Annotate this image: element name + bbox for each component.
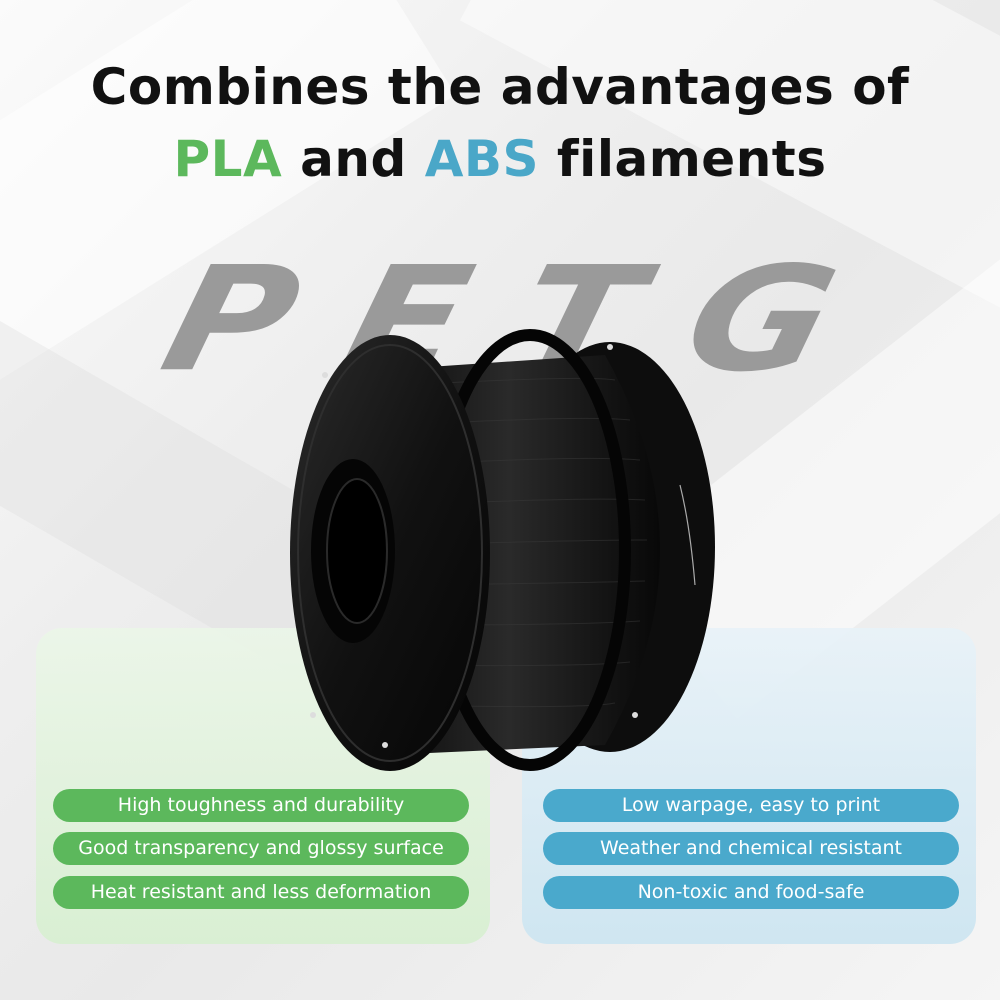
abs-feature-pill: Weather and chemical resistant xyxy=(543,832,959,865)
abs-feature-pill: Non-toxic and food-safe xyxy=(543,876,959,909)
headline-line-1: Combines the advantages of xyxy=(90,58,910,116)
headline-and: and xyxy=(282,130,425,188)
pla-feature-pill: Heat resistant and less deformation xyxy=(53,876,469,909)
filament-spool-icon xyxy=(290,329,715,771)
headline-pla: PLA xyxy=(173,130,283,188)
headline-line-2: PLA and ABS filaments xyxy=(0,130,1000,188)
filament-tail xyxy=(679,484,696,586)
headline-filaments: filaments xyxy=(539,130,827,188)
pla-feature-pill: High toughness and durability xyxy=(53,789,469,822)
pla-feature-pill: Good transparency and glossy surface xyxy=(53,832,469,865)
headline-abs: ABS xyxy=(424,130,540,188)
abs-feature-pill: Low warpage, easy to print xyxy=(543,789,959,822)
